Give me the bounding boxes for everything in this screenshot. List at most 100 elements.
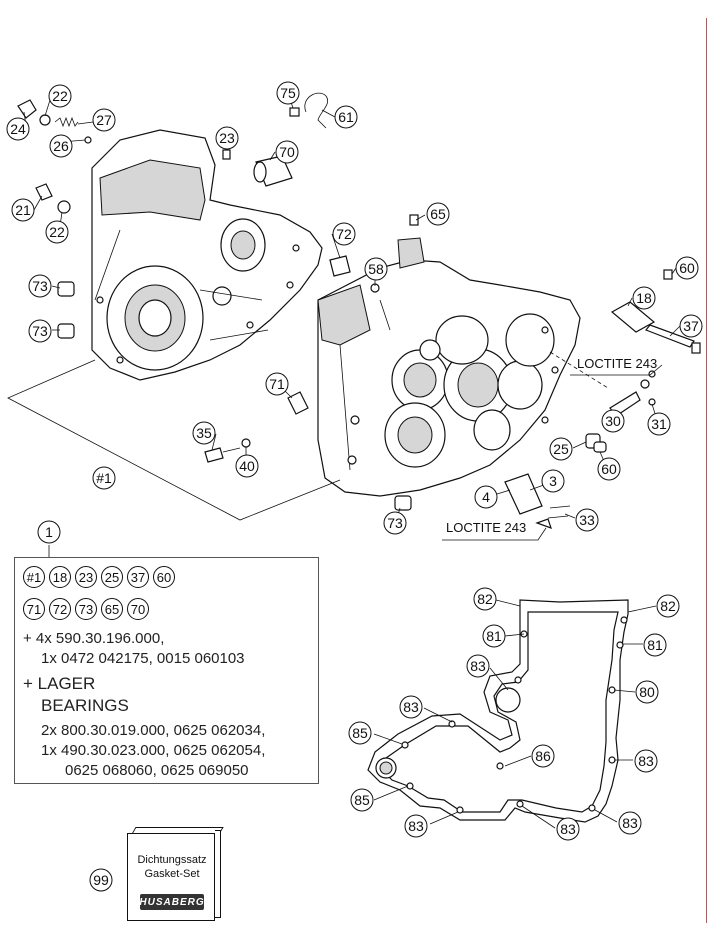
callout-65: 65: [426, 202, 450, 226]
callout-70: 70: [275, 140, 299, 164]
svg-text:31: 31: [651, 416, 667, 432]
bearing-line-1: 2x 800.30.019.000, 0625 062034,: [41, 722, 266, 739]
svg-text:25: 25: [553, 441, 569, 457]
husaberg-logo: HUSABERG: [139, 894, 204, 910]
callout-33: 33: [575, 508, 599, 532]
callout-61: 61: [334, 105, 358, 129]
bearing-line-3: 0625 068060, 0625 069050: [65, 762, 249, 779]
callout-25: 25: [549, 437, 573, 461]
page-margin-line: [706, 18, 707, 923]
box-side-face: [215, 830, 221, 918]
callout-23: 23: [215, 126, 239, 150]
right-crankcase-half: [317, 237, 581, 497]
box-front-face: Dichtungssatz Gasket-Set HUSABERG: [127, 833, 215, 921]
kit-callout-row-2: 71 72 73 65 70: [23, 598, 149, 620]
callout-75: 75: [276, 81, 300, 105]
svg-text:83: 83: [638, 753, 654, 769]
kit-callout: 71: [23, 598, 45, 620]
svg-text:1: 1: [45, 524, 53, 540]
svg-text:21: 21: [15, 202, 31, 218]
callout-27: 27: [92, 108, 116, 132]
callout-83-e: 83: [556, 817, 580, 841]
kit-callout: 23: [75, 566, 97, 588]
svg-text:75: 75: [280, 85, 296, 101]
svg-text:85: 85: [354, 792, 370, 808]
left-crankcase-half: [91, 129, 323, 381]
callout-21: 21: [11, 198, 35, 222]
callout-85-lower: 85: [350, 788, 374, 812]
svg-text:3: 3: [549, 473, 557, 489]
gasket-set-label-en: Gasket-Set: [144, 868, 200, 880]
svg-text:85: 85: [352, 725, 368, 741]
svg-text:83: 83: [403, 699, 419, 715]
kit-callout: 18: [49, 566, 71, 588]
callout-60-upper: 60: [675, 256, 699, 280]
callout-71: 71: [265, 372, 289, 396]
kit-callout: 60: [153, 566, 175, 588]
kit-lager-heading: + LAGER: [23, 674, 96, 693]
kit-callout: #1: [23, 566, 45, 588]
callout-81-left: 81: [482, 624, 506, 648]
callout-82-right: 82: [656, 594, 680, 618]
svg-text:26: 26: [53, 138, 69, 154]
kit-callout: 25: [101, 566, 123, 588]
svg-text:82: 82: [660, 598, 676, 614]
svg-text:18: 18: [636, 290, 652, 306]
svg-text:37: 37: [683, 318, 699, 334]
loctite-label-lower: LOCTITE 243: [446, 520, 526, 535]
callout-99: 99: [89, 868, 113, 892]
svg-text:30: 30: [605, 413, 621, 429]
svg-text:80: 80: [639, 684, 655, 700]
callout-80: 80: [635, 680, 659, 704]
callout-31: 31: [647, 412, 671, 436]
callout-81-right: 81: [643, 633, 667, 657]
svg-text:71: 71: [269, 376, 285, 392]
callout-58: 58: [364, 257, 388, 281]
kit-callout-row-1: #1 18 23 25 37 60: [23, 566, 175, 588]
svg-text:60: 60: [679, 260, 695, 276]
callout-83-d: 83: [404, 814, 428, 838]
svg-text:24: 24: [10, 121, 26, 137]
svg-text:73: 73: [32, 278, 48, 294]
svg-text:61: 61: [338, 109, 354, 125]
crankcase-gasket: [367, 599, 629, 823]
svg-text:33: 33: [579, 512, 595, 528]
callouts: 22 24 27 26 23 75 61 70 21 22 65 72 58 7…: [6, 81, 703, 892]
callout-4: 4: [474, 485, 498, 509]
assembly-lines: [7, 351, 609, 521]
svg-text:81: 81: [647, 637, 663, 653]
svg-text:23: 23: [219, 130, 235, 146]
callout-26: 26: [49, 134, 73, 158]
gasket-set-box: Dichtungssatz Gasket-Set HUSABERG: [127, 827, 224, 921]
callout-83-b: 83: [399, 695, 423, 719]
gasket-set-label-de: Dichtungssatz: [137, 854, 207, 866]
bearing-line-2: 1x 490.30.023.000, 0625 062054,: [41, 742, 266, 759]
callout-83-c: 83: [634, 749, 658, 773]
svg-text:22: 22: [52, 88, 68, 104]
callout-60-lower: 60: [597, 457, 621, 481]
svg-text:58: 58: [368, 261, 384, 277]
svg-text:73: 73: [32, 323, 48, 339]
loctite-label-upper: LOCTITE 243: [577, 356, 657, 371]
callout-1: 1: [37, 520, 61, 544]
callout-82-left: 82: [473, 587, 497, 611]
svg-text:22: 22: [49, 224, 65, 240]
svg-text:#1: #1: [96, 470, 112, 486]
svg-text:72: 72: [336, 226, 352, 242]
callout-72: 72: [332, 222, 356, 246]
callout-85-upper: 85: [348, 721, 372, 745]
svg-text:82: 82: [477, 591, 493, 607]
svg-text:60: 60: [601, 461, 617, 477]
callout-18: 18: [632, 286, 656, 310]
callout-22: 22: [48, 84, 72, 108]
loctite-annotations: LOCTITE 243 LOCTITE 243: [442, 356, 663, 541]
svg-text:35: 35: [196, 425, 212, 441]
svg-text:65: 65: [430, 206, 446, 222]
svg-text:99: 99: [93, 872, 109, 888]
kit-callout: 73: [75, 598, 97, 620]
callout-83-f: 83: [618, 811, 642, 835]
kit-callout: 72: [49, 598, 71, 620]
kit-contents-box: #1 18 23 25 37 60 71 72 73 65 70 + 4x 59…: [14, 557, 319, 784]
kit-callout: 65: [101, 598, 123, 620]
